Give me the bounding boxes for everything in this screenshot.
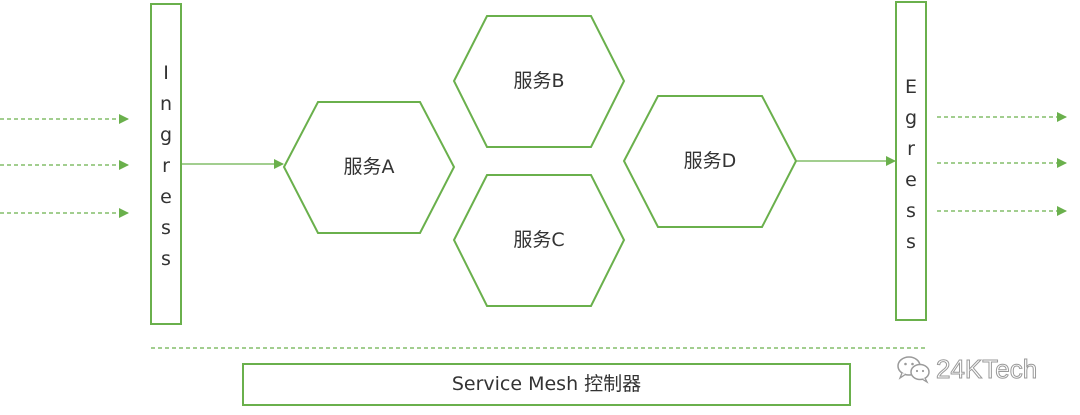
service-a-hexagon bbox=[282, 101, 456, 234]
ingress-box bbox=[150, 3, 182, 325]
service-c-hexagon bbox=[452, 174, 626, 307]
controller-box bbox=[242, 363, 851, 406]
service-b-hexagon bbox=[452, 15, 626, 148]
service-d-hexagon bbox=[622, 95, 798, 228]
egress-box bbox=[895, 1, 927, 321]
